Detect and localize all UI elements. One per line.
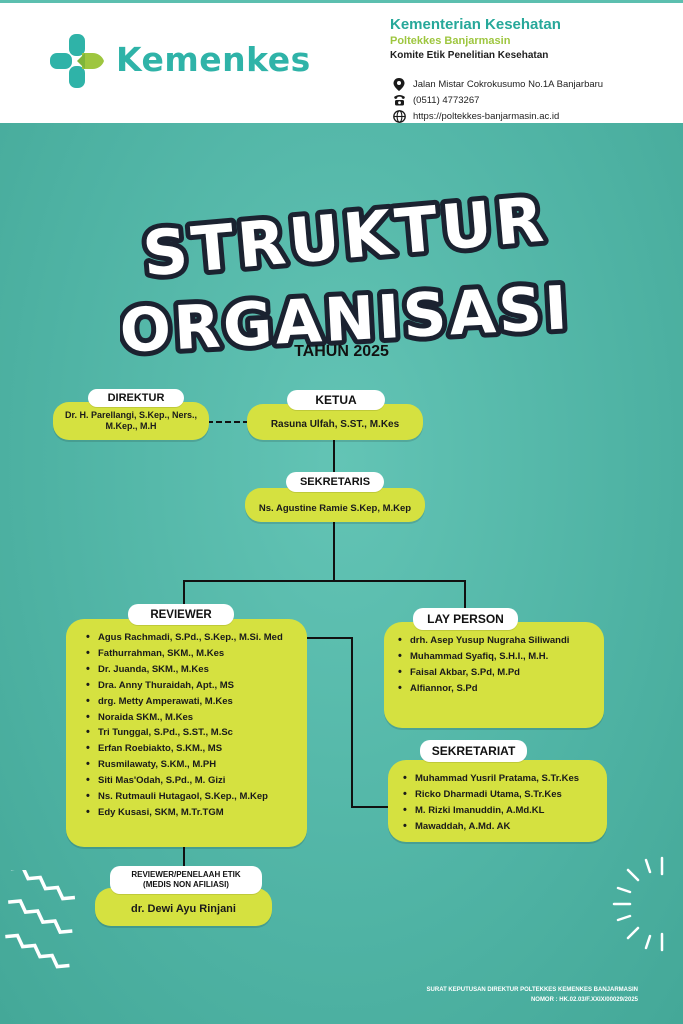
ketua-sekretaris-connector: [333, 440, 335, 475]
direktur-label: DIREKTUR: [88, 389, 184, 407]
horizontal-branch-connector: [183, 580, 465, 582]
phone-text: (0511) 4773267: [413, 94, 480, 106]
reviewer-member: Noraida SKM., M.Kes: [86, 710, 301, 726]
logo-text: Kemenkes: [116, 40, 311, 79]
sekretariat-list: Muhammad Yusril Pratama, S.Tr.Kes Ricko …: [403, 771, 608, 835]
direktur-ketua-dashed-connector: [207, 421, 249, 423]
reviewer-branch-connector: [183, 580, 185, 608]
direktur-name: Dr. H. Parellangi, S.Kep., Ners., M.Kep.…: [64, 410, 198, 431]
ketua-box: [247, 404, 423, 440]
website-text: https://poltekkes-banjarmasin.ac.id: [413, 110, 560, 122]
org-subtitle: Poltekkes Banjarmasin: [390, 35, 511, 47]
reviewer-member: Tri Tunggal, S.Pd., S.ST., M.Sc: [86, 725, 301, 741]
reviewer-label: REVIEWER: [128, 604, 234, 625]
sekretariat-member: Muhammad Yusril Pratama, S.Tr.Kes: [403, 771, 608, 787]
decree-line-2: NOMOR : HK.02.03/F.XXIX/00029/2025: [530, 997, 638, 1003]
location-pin-icon: [392, 77, 406, 91]
reviewer-member: drg. Metty Amperawati, M.Kes: [86, 694, 301, 710]
reviewer-etik-label-line-1: REVIEWER/PENELAAH ETIK: [131, 870, 241, 879]
reviewer-member: Erfan Roebiakto, S.KM., MS: [86, 741, 301, 757]
vertical-right-connector: [351, 637, 353, 808]
header-top-line: [0, 0, 683, 3]
reviewer-etik-label-line-2: (MEDIS NON AFILIASI): [143, 880, 229, 889]
sekretariat-member: Ricko Dharmadi Utama, S.Tr.Kes: [403, 787, 608, 803]
lay-person-list: drh. Asep Yusup Nugraha Siliwandi Muhamm…: [398, 633, 603, 697]
lay-person-member: Alfiannor, S.Pd: [398, 681, 603, 697]
reviewer-member: Edy Kusasi, SKM, M.Tr.TGM: [86, 805, 301, 821]
layperson-branch-connector: [464, 580, 466, 608]
sekretariat-label: SEKRETARIAT: [420, 740, 527, 762]
reviewer-list: Agus Rachmadi, S.Pd., S.Kep., M.Si. Med …: [86, 630, 301, 821]
ketua-label: KETUA: [287, 390, 385, 410]
sekretariat-member: M. Rizki Imanuddin, A.Md.KL: [403, 803, 608, 819]
website-row: https://poltekkes-banjarmasin.ac.id: [392, 108, 677, 124]
poster-title: STRUKTUR ORGANISASI: [120, 180, 570, 370]
address-row: Jalan Mistar Cokrokusumo No.1A Banjarbar…: [392, 76, 677, 92]
lay-person-member: Muhammad Syafiq, S.H.I., M.H.: [398, 649, 603, 665]
header: Kemenkes Kementerian Kesehatan Poltekkes…: [0, 0, 683, 123]
org-committee: Komite Etik Penelitian Kesehatan: [390, 50, 549, 61]
ketua-name: Rasuna Ulfah, S.ST., M.Kes: [270, 418, 400, 430]
to-sekretariat-connector: [351, 806, 388, 808]
reviewer-member: Dr. Juanda, SKM., M.Kes: [86, 662, 301, 678]
reviewer-etik-box: [95, 888, 272, 926]
lay-person-label: LAY PERSON: [413, 608, 518, 630]
sekretariat-member: Mawaddah, A.Md. AK: [403, 819, 608, 835]
reviewer-member: Siti Mas'Odah, S.Pd., M. Gizi: [86, 773, 301, 789]
globe-icon: [392, 109, 406, 123]
kemenkes-logo-icon: [50, 34, 104, 88]
address-text: Jalan Mistar Cokrokusumo No.1A Banjarbar…: [413, 78, 604, 90]
zigzag-decoration: [5, 870, 76, 969]
contact-info: Jalan Mistar Cokrokusumo No.1A Banjarbar…: [392, 76, 677, 124]
sekretaris-label: SEKRETARIS: [286, 472, 384, 492]
reviewer-etik-label: REVIEWER/PENELAAH ETIK (MEDIS NON AFILIA…: [110, 866, 262, 894]
sparkle-decoration: [612, 856, 664, 952]
reviewer-member: Rusmilawaty, S.KM., M.PH: [86, 757, 301, 773]
reviewer-etik-connector: [183, 845, 185, 870]
reviewer-member: Ns. Rutmauli Hutagaol, S.Kep., M.Kep: [86, 789, 301, 805]
organization-info: Kementerian Kesehatan Poltekkes Banjarma…: [390, 16, 675, 61]
lay-person-member: drh. Asep Yusup Nugraha Siliwandi: [398, 633, 603, 649]
direktur-box: [53, 402, 209, 440]
decree-footer: SURAT KEPUTUSAN DIREKTUR POLTEKKES KEMEN…: [338, 985, 638, 1005]
decree-line-1: SURAT KEPUTUSAN DIREKTUR POLTEKKES KEMEN…: [426, 987, 638, 993]
telephone-icon: [392, 93, 406, 107]
sekretaris-down-connector: [333, 520, 335, 581]
title-line-1: STRUKTUR: [140, 182, 550, 290]
reviewer-to-right-connector: [306, 637, 353, 639]
reviewer-etik-name: dr. Dewi Ayu Rinjani: [131, 903, 236, 915]
lay-person-member: Faisal Akbar, S.Pd, M.Pd: [398, 665, 603, 681]
reviewer-member: Dra. Anny Thuraidah, Apt., MS: [86, 678, 301, 694]
reviewer-member: Agus Rachmadi, S.Pd., S.Kep., M.Si. Med: [86, 630, 301, 646]
reviewer-member: Fathurrahman, SKM., M.Kes: [86, 646, 301, 662]
sekretaris-box: [245, 488, 425, 522]
phone-row: (0511) 4773267: [392, 92, 677, 108]
year-label: TAHUN 2025: [294, 343, 389, 360]
org-title: Kementerian Kesehatan: [390, 16, 561, 33]
sekretaris-name: Ns. Agustine Ramie S.Kep, M.Kep: [258, 502, 412, 514]
